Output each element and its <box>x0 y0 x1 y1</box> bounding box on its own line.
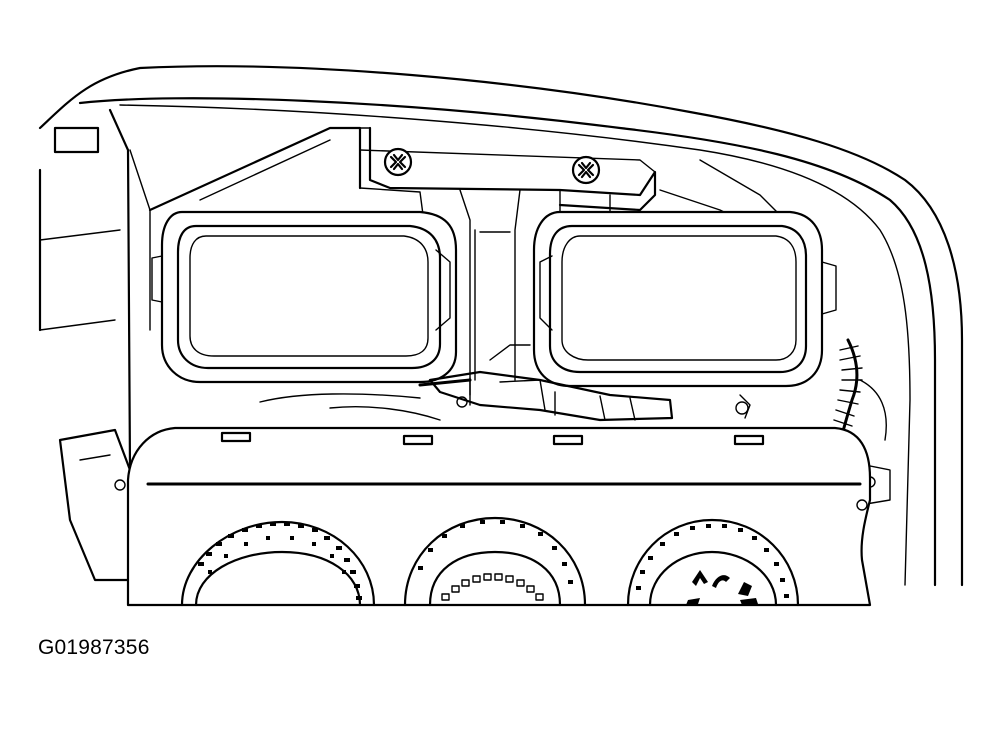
left-screw-icon <box>383 147 413 177</box>
right-duct-outlet <box>532 210 837 388</box>
figure-id-label: G01987356 <box>38 636 150 659</box>
center-knob <box>403 516 587 607</box>
right-knob-scale <box>636 524 789 598</box>
climate-control-bezel <box>126 426 872 607</box>
left-knob <box>180 520 376 607</box>
right-screw-icon <box>571 155 601 185</box>
left-duct-outlet <box>151 210 458 384</box>
left-knob-scale <box>198 522 362 600</box>
blower-housing-bracket <box>148 126 791 396</box>
right-knob <box>626 518 800 607</box>
airflow-mode-icon <box>686 570 758 605</box>
center-knob-scale <box>418 520 573 601</box>
center-connector-harness <box>259 344 751 422</box>
